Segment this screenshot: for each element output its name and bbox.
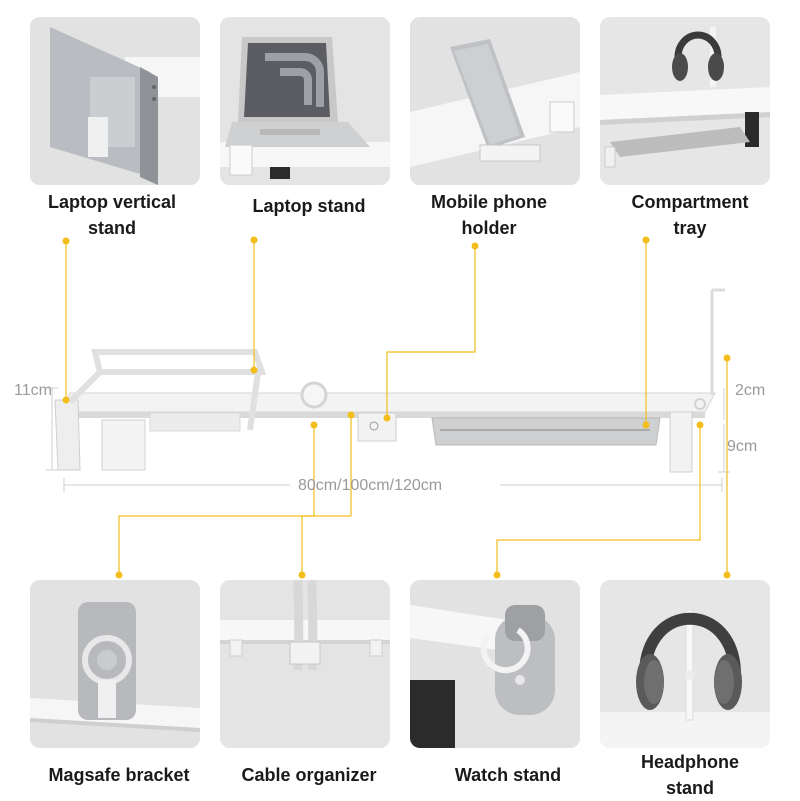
callout-dot [723,571,731,579]
tile-laptop-stand [220,17,390,185]
laptop-vertical-stand-icon [30,17,200,185]
callout-dot [642,421,650,429]
label-mobile-phone-holder: Mobile phone holder [389,189,589,241]
label-compartment-tray: Compartment tray [590,189,790,241]
callout-dot [642,236,650,244]
label-line-1: Magsafe bracket [48,765,190,785]
label-line-1: Laptop vertical [47,192,177,212]
headphone-stand-icon [600,580,770,748]
label-line-2: holder [461,218,517,238]
label-line-2: stand [87,218,136,238]
label-line-1: Cable organizer [241,765,377,785]
dimension-thickness: 2cm [735,382,766,399]
label-line-1: Laptop stand [252,196,366,216]
label-laptop-stand: Laptop stand [209,193,409,219]
tile-cable-organizer [220,580,390,748]
tile-headphone-stand [600,580,770,748]
callout-dot [471,242,479,250]
phone-holder-icon [410,17,580,185]
dimension-height-right: 9cm [727,438,758,455]
dimension-height-left: 11cm [14,382,52,399]
callout-dots [62,236,731,579]
tile-watch-stand [410,580,580,748]
label-line-1: Headphone [640,752,739,772]
callout-dot [310,421,318,429]
callout-dot [347,411,355,419]
label-watch-stand: Watch stand [408,762,608,788]
label-line-1: Compartment [631,192,749,212]
label-magsafe-bracket: Magsafe bracket [19,762,219,788]
compartment-tray-icon [600,17,770,185]
label-laptop-vertical-stand: Laptop vertical stand [12,189,212,241]
callout-dot [250,366,258,374]
callout-dot [298,571,306,579]
label-line-2: stand [665,778,714,798]
callout-dot [250,236,258,244]
label-line-1: Mobile phone [431,192,547,212]
callout-dot [723,354,731,362]
cable-organizer-icon [220,580,390,748]
label-cable-organizer: Cable organizer [209,762,409,788]
callout-dot [696,421,704,429]
callout-dot [493,571,501,579]
magsafe-icon [30,580,200,748]
tile-compartment-tray [600,17,770,185]
dimension-lines [46,387,730,492]
callout-connectors [65,240,728,575]
dimension-length: 80cm/100cm/120cm [298,477,443,494]
tile-magsafe-bracket [30,580,200,748]
laptop-stand-icon [220,17,390,185]
callout-dot [62,237,70,245]
callout-dot [62,396,70,404]
label-headphone-stand: Headphone stand [590,749,790,801]
label-line-2: tray [673,218,707,238]
watch-stand-icon [410,580,580,748]
callout-dot [383,414,391,422]
callout-dot [115,571,123,579]
tile-laptop-vertical-stand [30,17,200,185]
label-line-1: Watch stand [454,765,562,785]
tile-phone-holder [410,17,580,185]
monitor-riser-illustration [54,288,725,473]
